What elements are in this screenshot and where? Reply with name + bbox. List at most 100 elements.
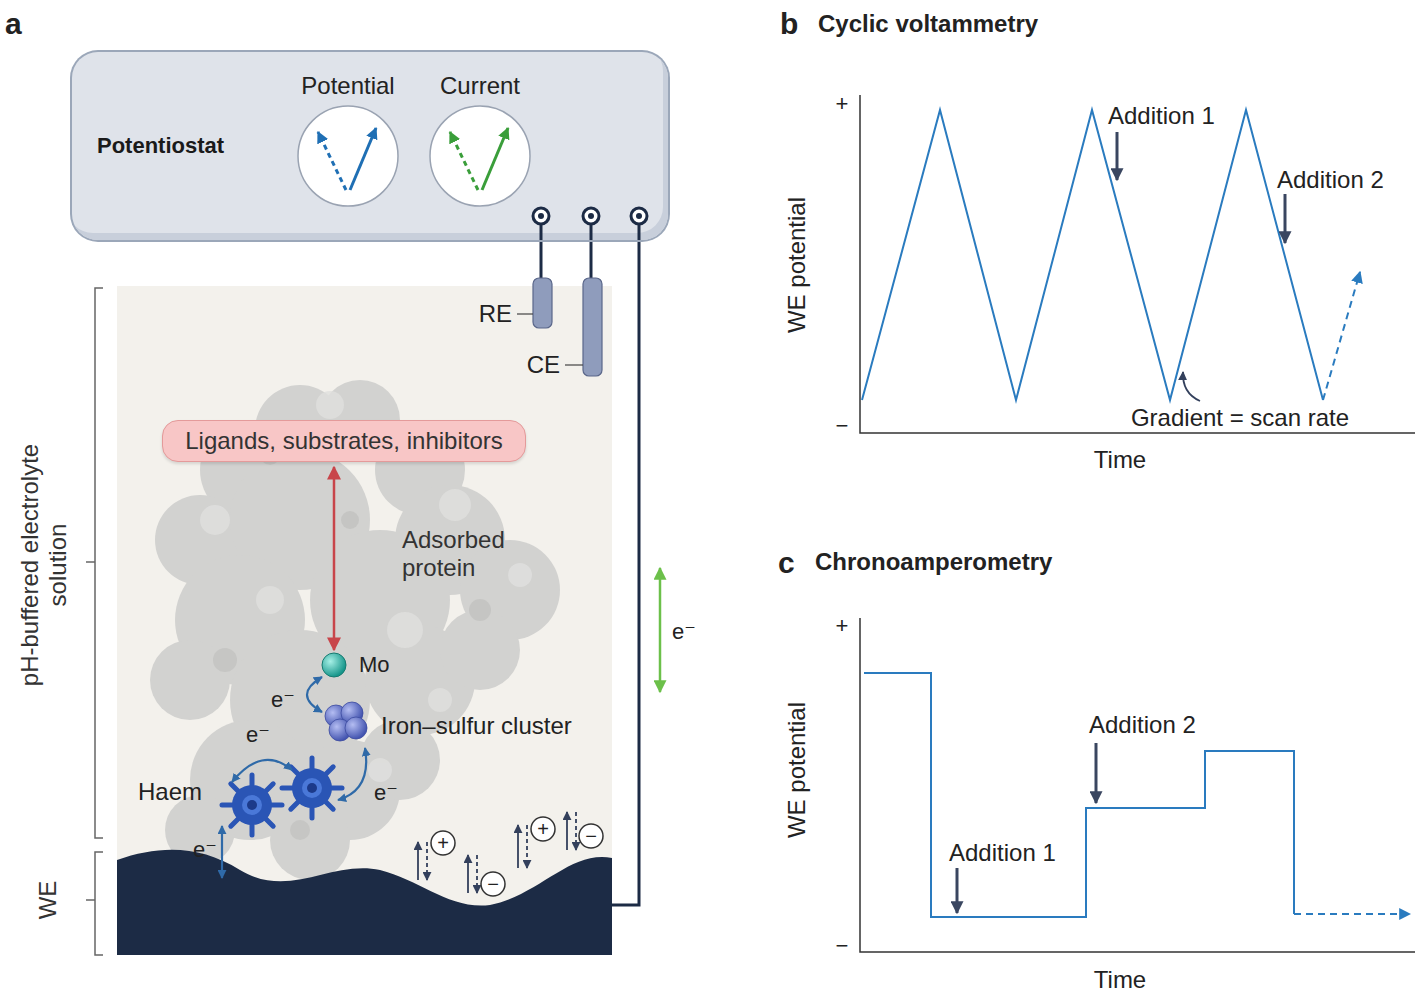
- terminal: [583, 208, 599, 224]
- iron-sulfur-cluster: [345, 717, 367, 739]
- addition-arrow: [1284, 194, 1287, 243]
- electron-label: e⁻: [193, 837, 217, 862]
- haem-group: [282, 758, 342, 818]
- haem-group: [222, 775, 282, 835]
- node-text: Potential: [273, 72, 423, 100]
- annotation: Addition 2: [1089, 711, 1196, 739]
- panel-title: Chronoamperometry: [815, 548, 1052, 575]
- potential-trace: [864, 673, 1294, 917]
- potential-trace: [862, 110, 1323, 400]
- panel-letter: a: [5, 7, 22, 42]
- electron-label: e⁻: [374, 780, 398, 805]
- panel-letter: a: [5, 7, 22, 40]
- meter-dial: [296, 104, 400, 208]
- current-dial: Current: [405, 72, 555, 212]
- electron-label: e⁻: [672, 619, 696, 644]
- ion-flux-arrow: [467, 855, 469, 893]
- annotation: Addition 1: [949, 839, 1056, 866]
- region-label: pH-buffered electrolyte solution: [16, 415, 71, 715]
- plot-axis: [860, 95, 1415, 433]
- electron-transfer-arrow: [338, 748, 366, 800]
- meter-needle: [350, 128, 376, 190]
- protein-shade: [213, 445, 491, 840]
- mo-sphere: [321, 652, 347, 678]
- axis-sign: −: [836, 933, 849, 958]
- axis-title: WE potential: [783, 702, 810, 838]
- potentiostat-panel: PotentiostatPotentialCurrent: [72, 52, 668, 240]
- leader-line: [517, 313, 533, 314]
- ion-charge: +: [437, 832, 449, 854]
- terminal: [533, 208, 549, 224]
- ion-charge: −: [487, 874, 499, 894]
- terminal: [636, 213, 642, 219]
- annotation: Gradient = scan rate: [1131, 404, 1349, 431]
- meter-needle: [318, 132, 346, 190]
- binding-arrow: [333, 467, 336, 650]
- bracket: [95, 852, 103, 955]
- terminal: [631, 208, 647, 224]
- cv-plot: [860, 95, 1415, 433]
- ion-flux-arrow: [426, 842, 428, 880]
- electrode-label: CE: [527, 351, 560, 378]
- protein-label: Adsorbed protein: [402, 526, 542, 581]
- ion-symbol: [481, 872, 505, 896]
- potential-trace: [1323, 272, 1360, 400]
- electrode-label: RE: [479, 300, 512, 327]
- ion-flux-arrow: [566, 812, 568, 850]
- ion-charge: −: [585, 825, 597, 847]
- electron-transfer-arrow: [221, 826, 223, 878]
- electron-transfer-arrow: [307, 677, 322, 712]
- ion-symbol: [431, 817, 603, 896]
- protein-texture: [368, 758, 392, 782]
- axis-sign: −: [836, 413, 849, 438]
- electron-label: e⁻: [193, 837, 217, 862]
- axis-sign: +: [836, 91, 849, 116]
- protein-texture: [387, 612, 423, 648]
- addition-arrow: [1116, 132, 1119, 180]
- leader-line: [565, 364, 583, 365]
- axis-title: WE potential: [783, 197, 810, 333]
- bracket: [86, 288, 103, 955]
- wire: [540, 240, 543, 278]
- ion-symbol: [431, 831, 455, 855]
- mo-atom: Mo: [321, 652, 392, 678]
- axis-title: Time: [1094, 966, 1146, 994]
- bracket: [95, 288, 103, 838]
- ion-charge: +: [537, 818, 549, 840]
- ion-charge: −: [585, 826, 597, 846]
- electron-transfer-arrow: [232, 760, 292, 782]
- node-text: Current: [405, 72, 555, 100]
- axis-sign: +: [836, 613, 849, 638]
- electron-label: e⁻: [246, 722, 270, 747]
- addition-arrow: [1095, 743, 1098, 803]
- annotation: Addition 2: [1277, 166, 1384, 194]
- electron-label: e⁻: [672, 619, 696, 644]
- electrode-label: CE: [527, 351, 560, 379]
- panel-letter: c: [778, 546, 795, 579]
- mo-sphere: [322, 653, 346, 677]
- ion-flux-arrow: [517, 825, 519, 868]
- panel-title: Chronoamperometry: [815, 548, 1052, 576]
- axis-sign: −: [836, 933, 849, 958]
- protein-shade: [469, 599, 491, 621]
- meter-needle: [450, 132, 478, 190]
- ion-flux-arrow: [526, 825, 528, 868]
- region-label: WE: [34, 881, 62, 920]
- pointer-arrow: [1183, 372, 1200, 401]
- terminal: [588, 213, 594, 219]
- cofactor-label: Haem: [138, 778, 202, 805]
- annotation: Addition 2: [1277, 166, 1384, 193]
- node-text: Mo: [359, 652, 390, 677]
- axis-sign: +: [836, 613, 849, 638]
- protein-label: Adsorbed protein: [402, 526, 542, 581]
- axis-title: Time: [1094, 446, 1146, 474]
- electron-label: e⁻: [246, 722, 270, 747]
- protein-surface: [440, 610, 520, 690]
- panel-letter: b: [780, 7, 798, 40]
- protein-texture: [316, 391, 344, 419]
- annotation: Gradient = scan rate: [1131, 404, 1349, 432]
- meter-dial: [430, 106, 530, 206]
- axis-title: Time: [1094, 446, 1146, 473]
